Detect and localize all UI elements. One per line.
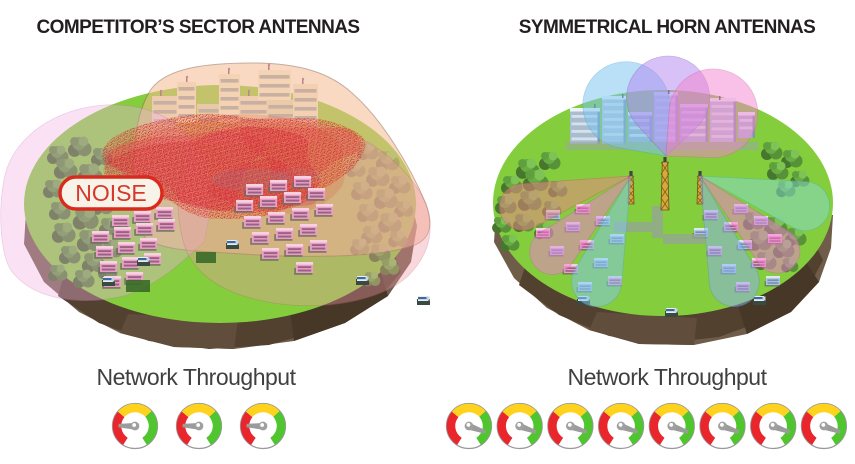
svg-text:Network Throughput: Network Throughput [568,364,768,390]
svg-text:SYMMETRICAL HORN ANTENNAS: SYMMETRICAL HORN ANTENNAS [519,17,816,38]
svg-text:Network Throughput: Network Throughput [97,364,297,390]
svg-text:NOISE: NOISE [75,180,147,206]
svg-text:COMPETITOR’S SECTOR ANTENNAS: COMPETITOR’S SECTOR ANTENNAS [36,17,359,38]
